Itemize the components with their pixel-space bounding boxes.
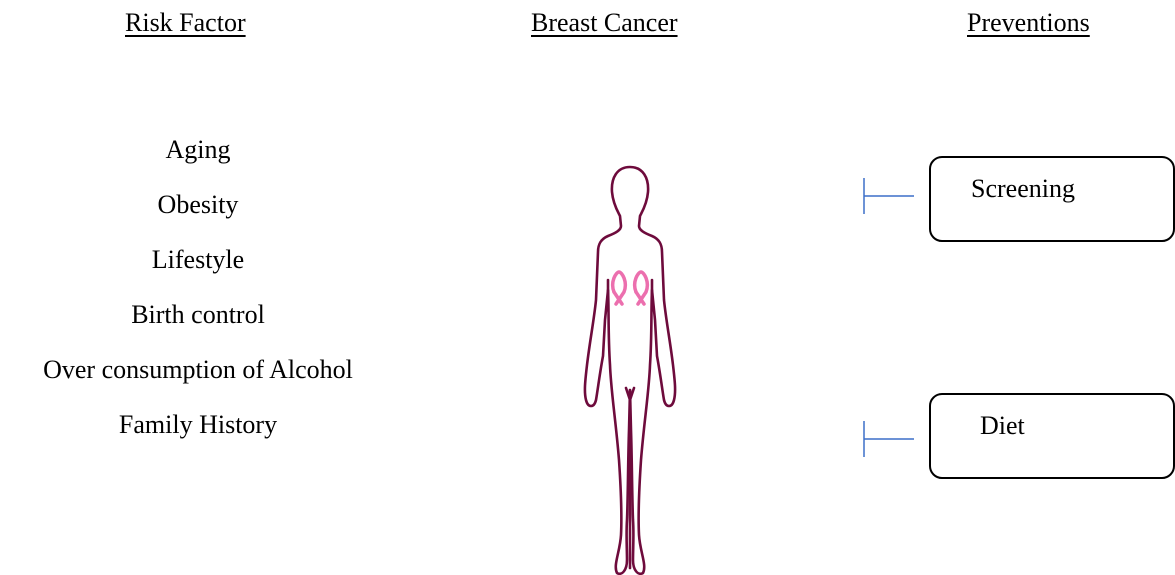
inhibition-arrow-icon — [862, 176, 918, 216]
female-body-outline-icon — [570, 160, 690, 575]
inhibition-arrow-icon — [862, 419, 918, 459]
prevention-box-diet: Diet — [929, 393, 1175, 479]
pink-ribbon-icon — [635, 272, 648, 304]
risk-factor-item: Lifestyle — [0, 238, 396, 293]
risk-factor-item: Aging — [0, 128, 396, 183]
breast-cancer-heading: Breast Cancer — [531, 8, 678, 38]
preventions-heading: Preventions — [967, 8, 1090, 38]
risk-factor-item: Birth control — [0, 293, 396, 348]
risk-factor-item: Family History — [0, 403, 396, 458]
prevention-label: Diet — [980, 411, 1025, 441]
prevention-label: Screening — [971, 174, 1075, 204]
prevention-box-screening: Screening — [929, 156, 1175, 242]
risk-factor-heading: Risk Factor — [125, 8, 246, 38]
risk-factor-list: Aging Obesity Lifestyle Birth control Ov… — [0, 128, 396, 458]
risk-factor-item: Obesity — [0, 183, 396, 238]
pink-ribbon-icon — [613, 272, 626, 304]
risk-factor-item: Over consumption of Alcohol — [0, 348, 396, 403]
